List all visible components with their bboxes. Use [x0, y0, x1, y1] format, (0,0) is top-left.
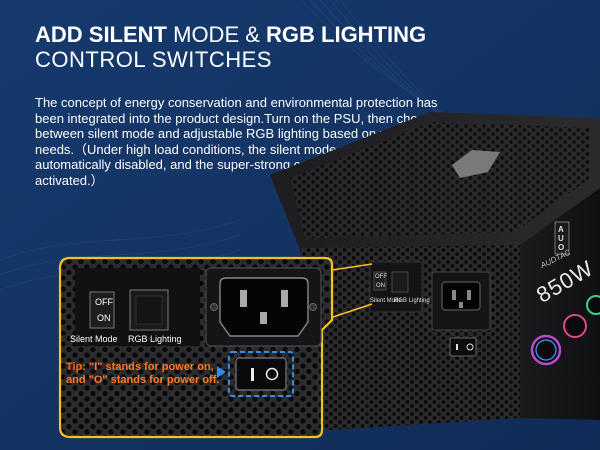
silent-mode-label: Silent Mode	[70, 334, 118, 344]
tip-body: "I" stands for power on, and "O" stands …	[66, 361, 220, 386]
mini-rgb-label: RGB Lighting	[394, 298, 430, 304]
tip-text: Tip: "I" stands for power on, and "O" st…	[66, 361, 234, 387]
power-switch-pointer-icon	[217, 366, 226, 378]
psu-top-vents	[290, 122, 590, 238]
callout-silent-switch	[89, 291, 115, 329]
title-line-1: ADD SILENT MODE & RGB LIGHTING	[35, 22, 426, 47]
mini-rgb-switch	[391, 271, 409, 293]
rgb-logo-2	[563, 314, 587, 338]
mini-on-label: ON	[376, 283, 385, 289]
rgb-lighting-label: RGB Lighting	[128, 334, 182, 344]
rgb-logo-3	[586, 295, 600, 315]
mini-off-label: OFF	[375, 274, 387, 280]
title-line-2: CONTROL SWITCHES	[35, 47, 272, 72]
callout-power-switch	[235, 357, 287, 391]
title-thin-mode: MODE &	[167, 22, 267, 47]
mini-inlet-socket	[441, 281, 481, 311]
off-label: OFF	[95, 297, 113, 307]
mini-power-switch	[449, 337, 477, 357]
brand-vertical-text: AUO	[558, 225, 565, 252]
page-title: ADD SILENT MODE & RGB LIGHTING CONTROL S…	[35, 22, 426, 72]
psu-top-badge-icon	[452, 150, 500, 178]
tip-label: Tip:	[66, 361, 86, 373]
mini-silent-label: Silent Mode	[370, 298, 402, 304]
side-brand-badge	[554, 221, 570, 255]
on-label: ON	[97, 313, 111, 323]
callout-inlet-socket	[219, 277, 309, 337]
power-switch-highlight	[228, 351, 294, 397]
mini-silent-switch	[373, 271, 387, 291]
title-bold-silent: ADD SILENT	[35, 22, 167, 47]
title-bold-rgb: RGB LIGHTING	[266, 22, 427, 47]
callout-connector	[329, 303, 373, 319]
